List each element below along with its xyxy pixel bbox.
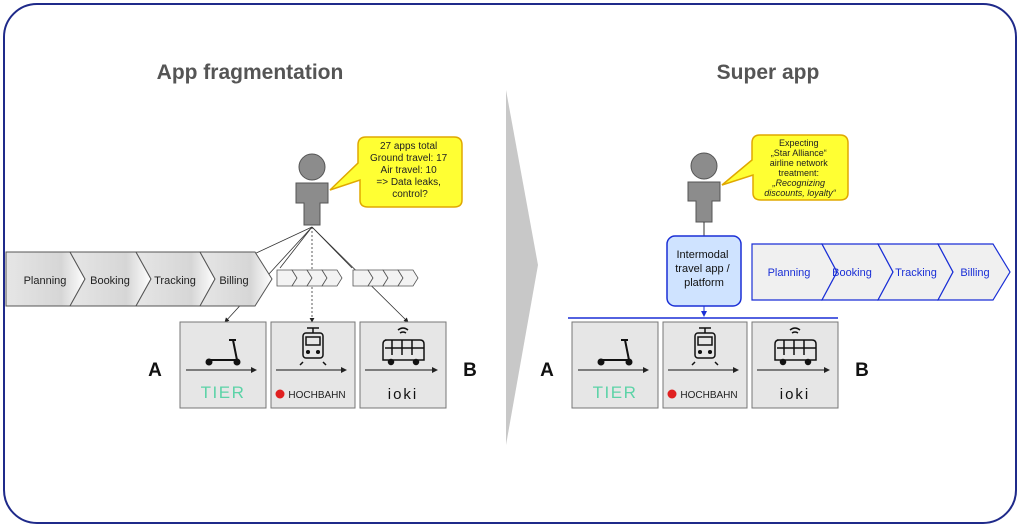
provider-tile-tier: TIER xyxy=(571,321,659,409)
bubble-left-line: control? xyxy=(392,189,428,200)
person-icon xyxy=(687,152,721,223)
hochbahn-logo-mark xyxy=(275,389,285,399)
tier-logo: TIER xyxy=(593,383,638,402)
bubble-right-line: „Recognizing xyxy=(771,178,825,188)
bubble-right-line: treatment: xyxy=(778,168,819,178)
tier-logo: TIER xyxy=(201,383,246,402)
kick-scooter-icon xyxy=(597,339,633,366)
hochbahn-logo: HOCHBAHN xyxy=(680,390,737,401)
speech-bubble-right: Expecting „Star Alliance“ airline networ… xyxy=(721,134,849,201)
bubble-left-line: Ground travel: 17 xyxy=(370,153,448,164)
right-panel-title: Super app xyxy=(717,61,820,84)
hochbahn-logo: HOCHBAHN xyxy=(288,390,345,401)
bubble-left-line: => Data leaks, xyxy=(376,177,440,188)
svg-text:Intermodal travel app /: Intermodal travel app / platform xyxy=(675,249,732,289)
process-chevrons-right: Planning Booking Tracking Billing xyxy=(751,243,1011,301)
shuttle-bus-icon xyxy=(382,327,425,366)
ioki-logo: ioki xyxy=(780,386,811,403)
platform-line: Intermodal xyxy=(676,249,728,261)
hochbahn-logo-mark xyxy=(667,389,677,399)
tram-icon xyxy=(299,327,327,366)
bubble-right-line: Expecting xyxy=(779,138,819,148)
person-icon xyxy=(295,153,329,226)
speech-bubble-left: 27 apps total Ground travel: 17 Air trav… xyxy=(329,136,463,208)
provider-tile-ioki: ioki xyxy=(359,321,447,409)
provider-tile-ioki: ioki xyxy=(751,321,839,409)
ioki-logo: ioki xyxy=(388,386,419,403)
bubble-left-line: 27 apps total xyxy=(380,141,437,152)
tram-icon xyxy=(691,327,719,366)
bubble-right-line: airline network xyxy=(770,158,829,168)
provider-tile-hochbahn: HOCHBAHN xyxy=(662,321,748,409)
platform-line: travel app / xyxy=(675,263,730,275)
end-label-b: B xyxy=(463,360,477,381)
process-step-booking: Booking xyxy=(832,267,872,279)
process-step-billing: Billing xyxy=(960,267,989,279)
svg-text:27 apps total Ground tra: 27 apps total Ground travel: 17 Air trav… xyxy=(370,141,450,200)
provider-tile-tier: TIER xyxy=(179,321,267,409)
process-step-tracking: Tracking xyxy=(154,275,196,287)
start-label-a: A xyxy=(540,360,554,381)
process-step-billing: Billing xyxy=(219,275,248,287)
left-panel-title: App fragmentation xyxy=(157,61,344,84)
kick-scooter-icon xyxy=(205,339,241,366)
process-step-planning: Planning xyxy=(768,267,811,279)
start-label-a: A xyxy=(148,360,162,381)
process-step-planning: Planning xyxy=(24,275,67,287)
process-step-booking: Booking xyxy=(90,275,130,287)
bubble-right-line: „Star Alliance“ xyxy=(771,148,827,158)
provider-tile-hochbahn: HOCHBAHN xyxy=(270,321,356,409)
platform-line: platform xyxy=(684,277,724,289)
process-step-tracking: Tracking xyxy=(895,267,937,279)
bubble-left-line: Air travel: 10 xyxy=(381,165,438,176)
shuttle-bus-icon xyxy=(774,327,817,366)
small-chevrons-group-1 xyxy=(276,269,343,287)
svg-text:Expecting „Star Alliance: Expecting „Star Alliance“ airline networ… xyxy=(764,138,837,198)
intermodal-platform-box: Intermodal travel app / platform xyxy=(666,235,742,307)
transition-arrow xyxy=(506,90,538,445)
end-label-b: B xyxy=(855,360,869,381)
process-chevrons-left: Planning Booking Tracking Billing xyxy=(5,251,273,307)
small-chevrons-group-2 xyxy=(352,269,419,287)
bubble-right-line: discounts, loyalty“ xyxy=(764,188,837,198)
